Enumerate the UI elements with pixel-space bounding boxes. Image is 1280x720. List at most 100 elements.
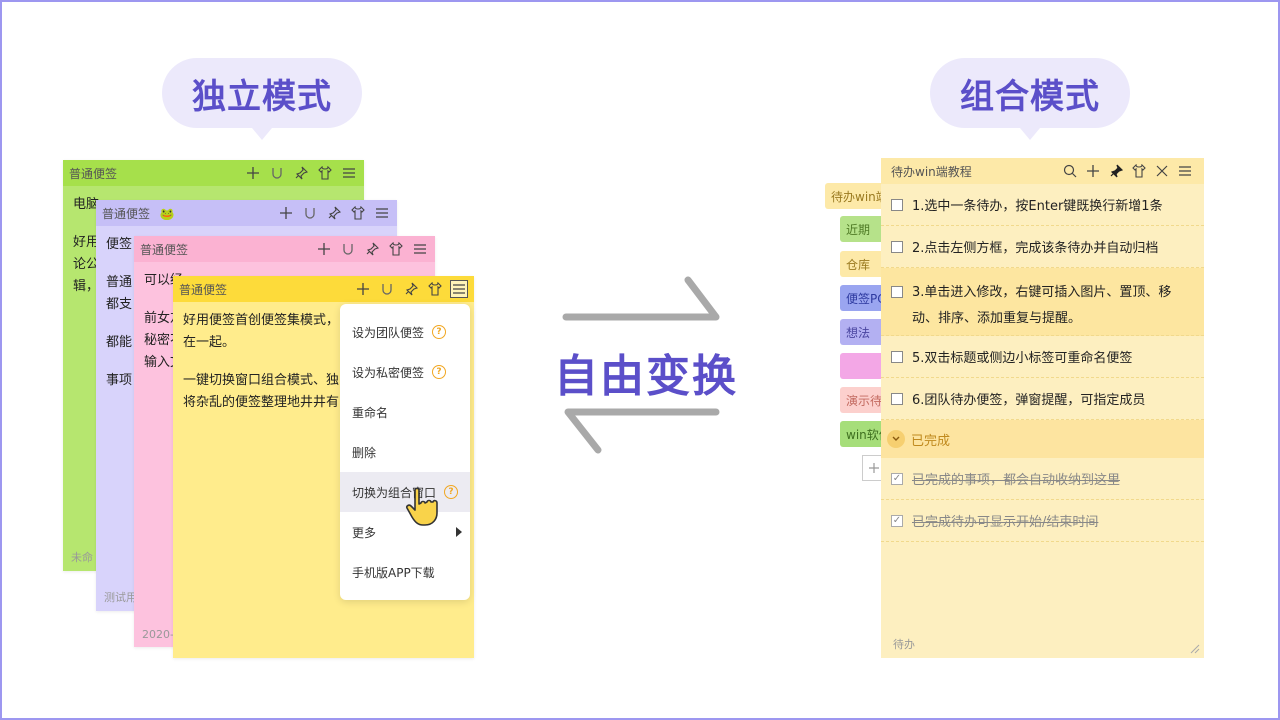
purple-note-body[interactable]: 便签 普通 都支 都能 事项 bbox=[96, 226, 397, 400]
combined-mode-bubble: 组合模式 bbox=[930, 58, 1130, 140]
chevron-down-icon[interactable] bbox=[887, 430, 905, 448]
hand-cursor-icon bbox=[406, 487, 438, 526]
add-tab-button[interactable] bbox=[862, 455, 884, 481]
side-tab-ideas[interactable]: 想法 bbox=[840, 319, 883, 345]
pink-note-titlebar[interactable]: 普通便签 bbox=[134, 236, 435, 262]
switch-arrows-icon bbox=[562, 276, 720, 454]
combined-window-titlebar[interactable]: 待办win端教程 bbox=[881, 158, 1204, 184]
side-tab-warehouse[interactable]: 仓库 bbox=[840, 251, 883, 277]
magnet-icon[interactable] bbox=[378, 280, 396, 298]
menu-icon[interactable] bbox=[1176, 162, 1194, 180]
todo-checkbox[interactable] bbox=[891, 392, 903, 405]
todo-item[interactable]: 5.双击标题或侧边小标签可重命名便签 bbox=[881, 336, 1204, 378]
purple-note-titlebar[interactable]: 普通便签 🐸 bbox=[96, 200, 397, 226]
todo-checkbox[interactable] bbox=[891, 198, 903, 211]
menu-item-more[interactable]: 更多 bbox=[340, 512, 470, 552]
help-icon[interactable]: ? bbox=[432, 365, 447, 379]
side-tab-recent[interactable]: 近期 bbox=[840, 216, 883, 242]
note-line: 论公 bbox=[73, 257, 100, 272]
todo-item[interactable]: 3.单击进入修改，右键可插入图片、置顶、移动、排序、添加重复与提醒。 bbox=[881, 268, 1204, 336]
menu-item-team-note[interactable]: 设为团队便签? bbox=[340, 312, 470, 352]
completed-item[interactable]: ✓已完成的事项，都会自动收纳到这里 bbox=[881, 458, 1204, 500]
plus-icon[interactable] bbox=[244, 164, 262, 182]
pin-icon[interactable] bbox=[325, 204, 343, 222]
completed-checkbox[interactable]: ✓ bbox=[891, 472, 903, 485]
todo-item[interactable]: 1.选中一条待办，按Enter键既换行新增1条 bbox=[881, 184, 1204, 226]
completed-checkbox[interactable]: ✓ bbox=[891, 514, 903, 527]
note-line: 好用 bbox=[73, 235, 100, 250]
close-icon[interactable] bbox=[1153, 162, 1171, 180]
side-tab-pc[interactable]: 便签PC bbox=[840, 285, 883, 311]
todo-item[interactable]: 6.团队待办便签，弹窗提醒，可指定成员 bbox=[881, 378, 1204, 420]
note-footer: 未命 bbox=[71, 551, 93, 564]
green-note-titlebar[interactable]: 普通便签 bbox=[63, 160, 364, 186]
todo-checkbox[interactable] bbox=[891, 286, 903, 298]
note-line: 电脑 bbox=[73, 197, 100, 212]
menu-icon[interactable] bbox=[450, 280, 468, 298]
note-footer: 2020- bbox=[142, 628, 174, 641]
magnet-icon[interactable] bbox=[301, 204, 319, 222]
menu-item-rename[interactable]: 重命名 bbox=[352, 405, 389, 420]
menu-icon[interactable] bbox=[340, 164, 358, 182]
shirt-icon[interactable] bbox=[349, 204, 367, 222]
menu-item-private-note[interactable]: 设为私密便签? bbox=[340, 352, 470, 392]
menu-item-switch-combined[interactable]: 切换为组合窗口? bbox=[340, 472, 470, 512]
shirt-icon[interactable] bbox=[316, 164, 334, 182]
help-icon[interactable]: ? bbox=[432, 325, 447, 339]
free-switch-label: 自由变换 bbox=[554, 351, 738, 402]
combined-window: 待办win端教程 1.选中一条待办，按Enter键既换行新增1条 2.点击左侧方… bbox=[881, 158, 1204, 658]
side-tab-demo[interactable]: 演示待 bbox=[840, 387, 883, 413]
window-footer: 待办 bbox=[893, 638, 915, 651]
side-tab-todo[interactable]: 待办win端 bbox=[825, 183, 883, 209]
help-icon[interactable]: ? bbox=[444, 485, 458, 499]
standalone-mode-bubble: 独立模式 bbox=[162, 58, 362, 140]
pin-icon[interactable] bbox=[402, 280, 420, 298]
context-menu: 设为团队便签? 设为私密便签? 重命名 删除 切换为组合窗口? 更多 手机版AP… bbox=[340, 304, 470, 600]
note-title: 普通便签 bbox=[140, 242, 189, 257]
note-title: 普通便签 🐸 bbox=[102, 206, 175, 221]
note-line: 辑， bbox=[73, 279, 100, 294]
pin-icon[interactable] bbox=[292, 164, 310, 182]
plus-icon bbox=[868, 463, 879, 473]
shirt-icon[interactable] bbox=[426, 280, 444, 298]
pin-icon[interactable] bbox=[1107, 162, 1125, 180]
frog-icon: 🐸 bbox=[159, 206, 175, 221]
plus-icon[interactable] bbox=[354, 280, 372, 298]
yellow-note-titlebar[interactable]: 普通便签 bbox=[173, 276, 474, 302]
completed-item[interactable]: ✓已完成待办可显示开始/结束时间 bbox=[881, 500, 1204, 542]
side-tab-pink[interactable] bbox=[840, 353, 883, 379]
completed-section-header[interactable]: 已完成 bbox=[881, 420, 1204, 458]
menu-item-delete[interactable]: 删除 bbox=[352, 445, 377, 460]
plus-icon[interactable] bbox=[315, 240, 333, 258]
note-line: 普通 bbox=[106, 275, 133, 290]
note-footer: 测试用 bbox=[104, 591, 137, 604]
submenu-arrow-icon bbox=[456, 527, 462, 537]
menu-icon[interactable] bbox=[411, 240, 429, 258]
green-note-body[interactable]: 电脑 好用 论公 辑， bbox=[63, 186, 364, 306]
note-line: 都能 bbox=[106, 335, 133, 350]
window-title: 待办win端教程 bbox=[891, 164, 972, 179]
search-icon[interactable] bbox=[1061, 162, 1079, 180]
magnet-icon[interactable] bbox=[268, 164, 286, 182]
shirt-icon[interactable] bbox=[387, 240, 405, 258]
side-tab-win-software[interactable]: win软件 bbox=[840, 421, 883, 447]
plus-icon[interactable] bbox=[277, 204, 295, 222]
yellow-note-body[interactable]: 好用便签首创便签集模式， 在一起。 一键切换窗口组合模式、独 将杂乱的便签整理地… bbox=[173, 302, 474, 422]
magnet-icon[interactable] bbox=[339, 240, 357, 258]
note-line: 事项 bbox=[106, 373, 133, 388]
pin-icon[interactable] bbox=[363, 240, 381, 258]
note-line: 将杂乱的便签整理地井井有 bbox=[183, 395, 340, 410]
menu-item-mobile-app[interactable]: 手机版APP下载 bbox=[352, 565, 435, 580]
combined-mode-label: 组合模式 bbox=[960, 76, 1100, 117]
note-title: 普通便签 bbox=[69, 166, 118, 181]
note-title: 普通便签 bbox=[179, 282, 228, 297]
note-line: 在一起。 bbox=[183, 335, 236, 350]
todo-checkbox[interactable] bbox=[891, 240, 903, 253]
menu-icon[interactable] bbox=[373, 204, 391, 222]
plus-icon[interactable] bbox=[1084, 162, 1102, 180]
shirt-icon[interactable] bbox=[1130, 162, 1148, 180]
resize-grip-icon[interactable] bbox=[1188, 642, 1200, 654]
todo-item[interactable]: 2.点击左侧方框，完成该条待办并自动归档 bbox=[881, 226, 1204, 268]
todo-checkbox[interactable] bbox=[891, 350, 903, 363]
